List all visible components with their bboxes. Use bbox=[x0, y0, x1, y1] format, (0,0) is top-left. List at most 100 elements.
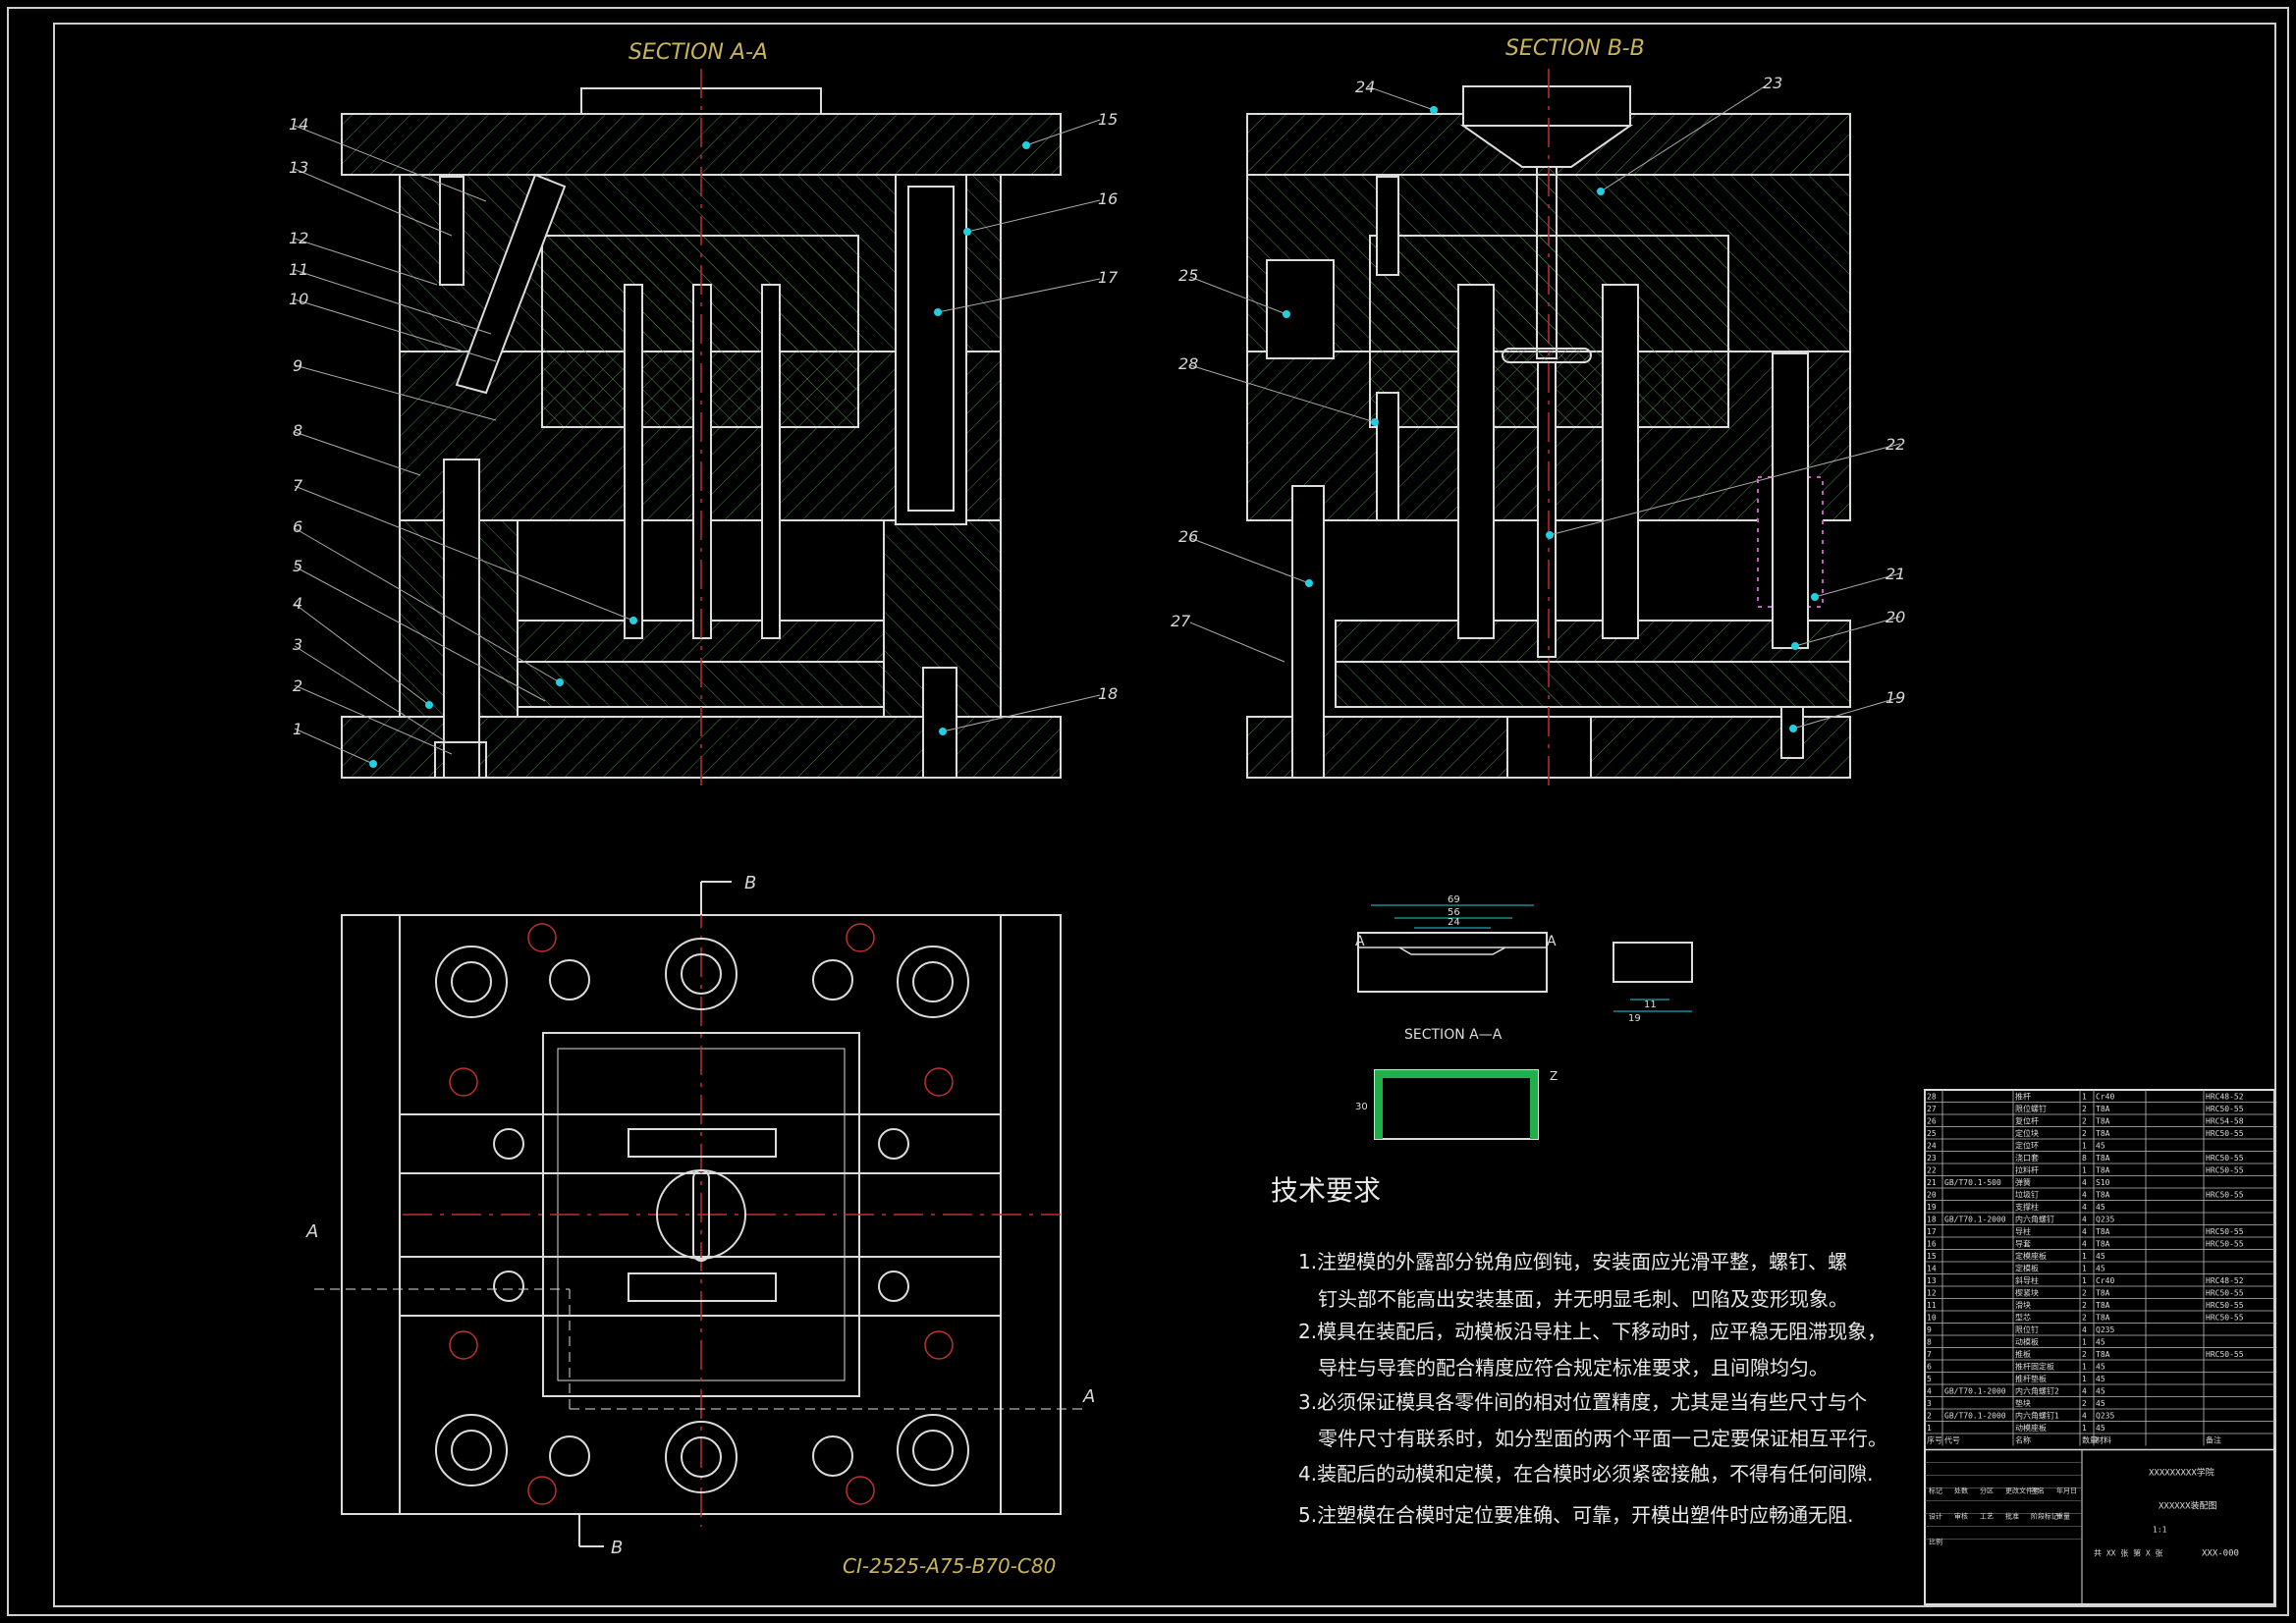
bom-cell: 推板 bbox=[2015, 1349, 2031, 1359]
bom-cell: 4 bbox=[2082, 1412, 2087, 1421]
bom-cell: HRC50-55 bbox=[2206, 1129, 2244, 1138]
bom-header-cell: 名称 bbox=[2015, 1435, 2031, 1445]
bom-cell: 45 bbox=[2096, 1252, 2105, 1261]
bom-cell: 45 bbox=[2096, 1265, 2105, 1273]
bom-cell: 22 bbox=[1927, 1166, 1937, 1175]
bb-core-pin-left bbox=[1457, 284, 1495, 639]
leader-19: 19 bbox=[1886, 688, 1905, 707]
leader-4: 4 bbox=[293, 594, 302, 613]
title-block-label: 批准 bbox=[2005, 1512, 2019, 1521]
bom-cell: 拉料杆 bbox=[2015, 1165, 2039, 1175]
req-line-2: 钉头部不能高出安装基面，并无明显毛刺、凹陷及变形现象。 bbox=[1318, 1287, 1848, 1311]
bom-cell: 1 bbox=[2082, 1424, 2087, 1433]
bb-sprue-channel bbox=[1536, 166, 1558, 359]
aa-screw-bottom-left bbox=[434, 741, 487, 779]
bom-cell: 1 bbox=[2082, 1375, 2087, 1383]
bom-cell: T8A bbox=[2096, 1350, 2110, 1359]
bb-screw-mid bbox=[1376, 392, 1399, 521]
aa-ejector-pin-2 bbox=[692, 284, 712, 639]
part-views: 69 56 24 A A SECTION A—A 19 11 30 Z bbox=[1355, 894, 1693, 1140]
bom-cell: 26 bbox=[1927, 1117, 1937, 1126]
bb-sprue-cone bbox=[1459, 125, 1634, 168]
leader-23: 23 bbox=[1763, 74, 1782, 92]
leader-8: 8 bbox=[293, 421, 302, 440]
bb-stop-pin bbox=[1780, 706, 1804, 759]
bom-cell: 2 bbox=[2082, 1105, 2087, 1113]
title-block-school: XXXXXXXXX学院 bbox=[2149, 1467, 2214, 1479]
bom-cell: 浇口套 bbox=[2015, 1153, 2039, 1163]
aa-guide-bush bbox=[895, 174, 967, 525]
bom-cell: 5 bbox=[1927, 1375, 1932, 1383]
bom-cell: Q235 bbox=[2096, 1412, 2114, 1421]
bom-cell: 4 bbox=[2082, 1325, 2087, 1334]
bom-cell: HRC50-55 bbox=[2206, 1240, 2244, 1249]
bom-cell: 4 bbox=[2082, 1216, 2087, 1224]
bb-leader-dots bbox=[1283, 106, 1819, 732]
bom-cell: 型芯 bbox=[2015, 1313, 2031, 1323]
leader-6: 6 bbox=[293, 517, 302, 536]
inner-frame bbox=[53, 23, 2276, 1607]
bom-cell: 定模座板 bbox=[2015, 1251, 2047, 1261]
bom-cell: 推杆固定板 bbox=[2015, 1362, 2054, 1372]
bom-cell: HRC54-58 bbox=[2206, 1117, 2244, 1126]
aa-angle-pin bbox=[455, 173, 567, 395]
bom-cell: 18 bbox=[1927, 1216, 1937, 1224]
req-line-4: 导柱与导套的配合精度应符合规定标准要求，且间隙均匀。 bbox=[1318, 1356, 1829, 1380]
part-dim-mid: 56 bbox=[1448, 907, 1460, 918]
plan-slide-upper bbox=[399, 1113, 1002, 1174]
bom-cell: HRC50-55 bbox=[2206, 1154, 2244, 1163]
bb-core-pin-right bbox=[1602, 284, 1639, 639]
bom-cell: 2 bbox=[2082, 1399, 2087, 1408]
bom-cell: 45 bbox=[2096, 1363, 2105, 1372]
bom-cell: GB/T70.1-2000 bbox=[1944, 1216, 2006, 1224]
leader-22: 22 bbox=[1886, 435, 1905, 454]
bom-cell: 4 bbox=[2082, 1387, 2087, 1396]
bom-cell: 动模板 bbox=[2015, 1337, 2039, 1347]
title-block-label: 设计 bbox=[1929, 1512, 1942, 1521]
bom-cell: 垃圾钉 bbox=[2015, 1190, 2039, 1200]
bom-cell: 弹簧 bbox=[2015, 1177, 2031, 1187]
part-dim-inner: 24 bbox=[1448, 917, 1460, 928]
bom-cell: HRC48-52 bbox=[2206, 1276, 2244, 1285]
bom-cell: 28 bbox=[1927, 1093, 1937, 1102]
bom-cell: 定位环 bbox=[2015, 1141, 2039, 1151]
title-block-label: 标记 bbox=[1929, 1487, 1942, 1495]
leader-14: 14 bbox=[289, 115, 308, 134]
bom-cell: 楔紧块 bbox=[2015, 1288, 2039, 1298]
bom-cell: 复位杆 bbox=[2015, 1116, 2039, 1126]
bom-cell: 1 bbox=[2082, 1093, 2087, 1102]
bom-cell: 4 bbox=[2082, 1227, 2087, 1236]
bom-cell: T8A bbox=[2096, 1105, 2110, 1113]
leader-3: 3 bbox=[293, 635, 302, 654]
bom-cell: 限位钉 bbox=[2015, 1325, 2039, 1334]
bom-cell: 9 bbox=[1927, 1325, 1932, 1334]
bom-cell: GB/T70.1-500 bbox=[1944, 1178, 2001, 1187]
bom-cell: 25 bbox=[1927, 1129, 1937, 1138]
bom-cell: 20 bbox=[1927, 1191, 1937, 1200]
leader-9: 9 bbox=[293, 356, 302, 375]
title-block-label: 重量 bbox=[2056, 1513, 2070, 1521]
leader-27: 27 bbox=[1171, 612, 1191, 630]
bom-cell: 推杆 bbox=[2015, 1092, 2031, 1102]
title-block-label: 比例 bbox=[1929, 1538, 1942, 1546]
part-marker-a1: A bbox=[1355, 934, 1365, 949]
bom-cell: T8A bbox=[2096, 1314, 2110, 1323]
bb-support-pillar bbox=[1772, 352, 1809, 649]
bom-cell: 4 bbox=[2082, 1178, 2087, 1187]
bom-cell: 45 bbox=[2096, 1399, 2105, 1408]
bom-cell: 10 bbox=[1927, 1314, 1937, 1323]
bom-cell: 2 bbox=[2082, 1289, 2087, 1298]
bom-cell: HRC50-55 bbox=[2206, 1166, 2244, 1175]
section-bb-view: SECTION B-B bbox=[1246, 36, 1851, 793]
bb-locating-block bbox=[1266, 259, 1335, 359]
bom-cell: 2 bbox=[2082, 1129, 2087, 1138]
title-block-label: 审核 bbox=[1954, 1512, 1968, 1521]
bom-cell: 支撑柱 bbox=[2015, 1202, 2039, 1212]
bom-cell: HRC50-55 bbox=[2206, 1289, 2244, 1298]
bom-cell: Cr40 bbox=[2096, 1276, 2114, 1285]
title-block-label: 签名 bbox=[2031, 1487, 2045, 1495]
aa-bolt-bottom-right bbox=[922, 667, 957, 779]
title-block-drawing-no: XXX-000 bbox=[2202, 1549, 2239, 1559]
bom-cell: 滑块 bbox=[2015, 1300, 2031, 1310]
